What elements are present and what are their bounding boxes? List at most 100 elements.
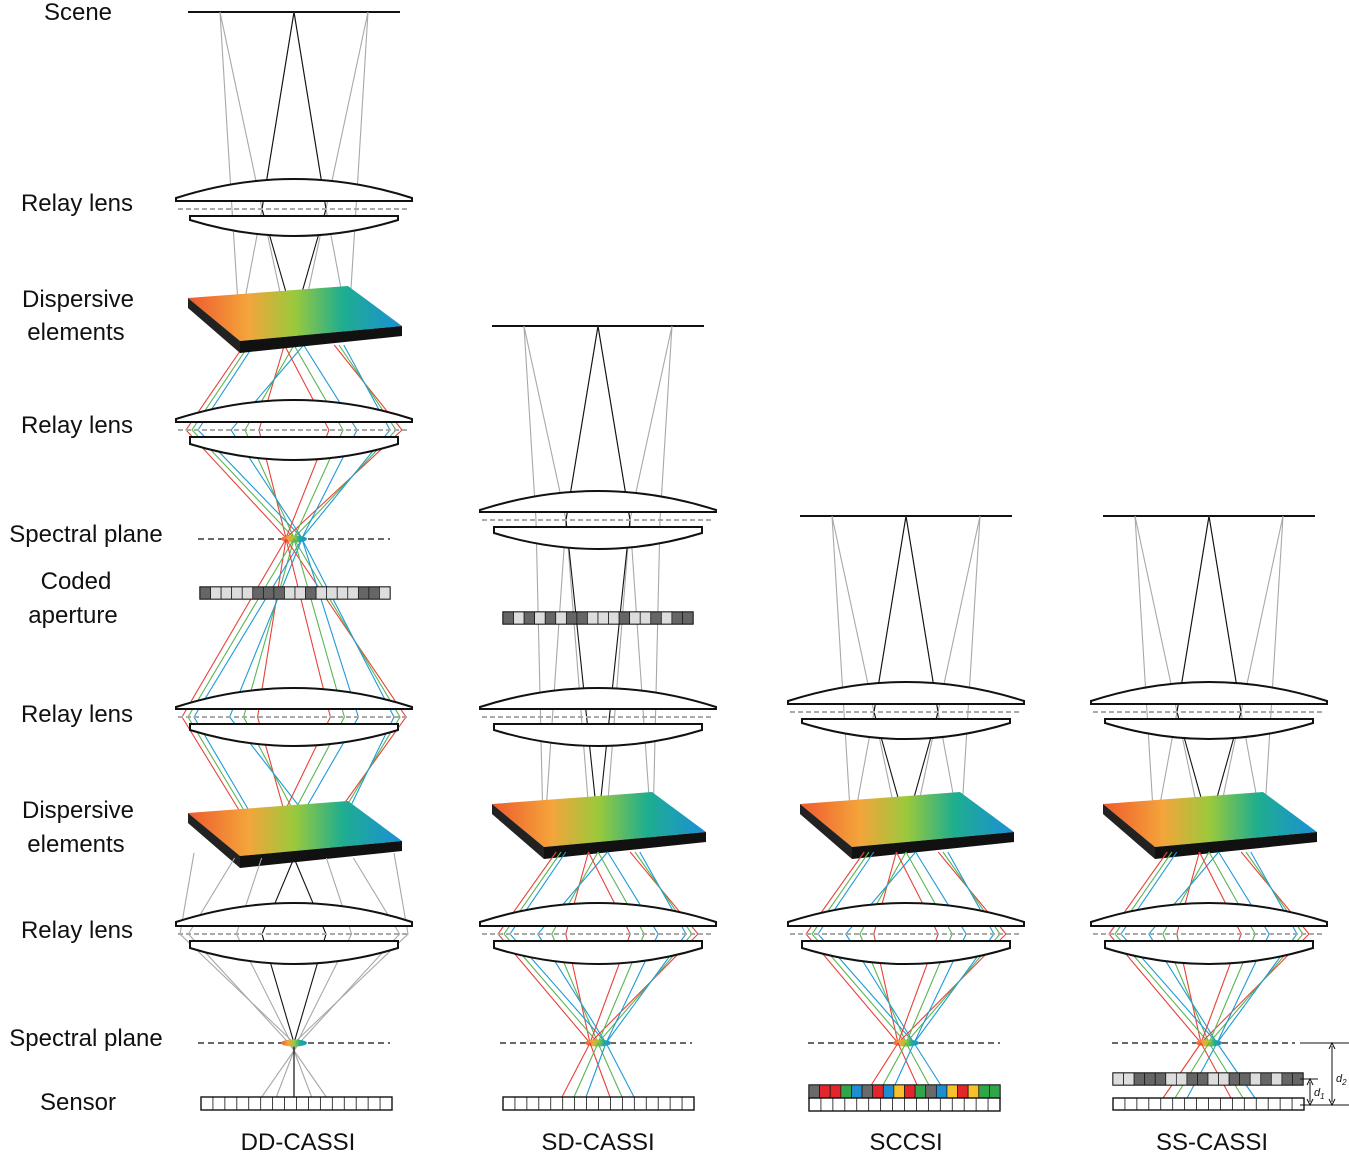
- relay-lens-lower: [189, 436, 399, 461]
- label-dispersive-2-line2: elements: [27, 831, 124, 858]
- ray: [503, 851, 599, 1044]
- mask-cell: [957, 1084, 969, 1099]
- ray: [219, 11, 240, 321]
- relay-lens-lower: [189, 215, 399, 237]
- dispersive-element-side: [492, 804, 544, 859]
- mask-cell: [262, 586, 275, 600]
- ray: [1134, 515, 1155, 827]
- mask-cell: [660, 611, 673, 625]
- stage-labels: Scene Relay lens Dispersive elements Rel…: [9, 0, 162, 1116]
- ray: [597, 1042, 623, 1098]
- relay-lens-lower: [189, 723, 399, 747]
- mask-cell: [989, 1084, 1001, 1099]
- relay-lens-upper: [175, 399, 413, 423]
- mask-cell: [682, 611, 694, 625]
- label-dispersive-1-line1: Dispersive: [22, 286, 134, 313]
- ray: [605, 325, 673, 827]
- mask-cell: [284, 586, 296, 600]
- label-coded-aperture-line2: aperture: [28, 602, 117, 629]
- dispersive-element-top: [492, 792, 706, 847]
- mask-cell: [1281, 1072, 1293, 1086]
- label-dispersive-2-line1: Dispersive: [22, 797, 134, 824]
- distance-annotation: d2 d1: [1300, 1041, 1349, 1107]
- mask-cell: [882, 1084, 895, 1099]
- ray: [1216, 1042, 1256, 1099]
- mask-cell: [618, 611, 631, 625]
- mask-cell: [252, 586, 264, 600]
- system-captions: DD-CASSI SD-CASSI SCCSI SS-CASSI: [241, 1129, 1268, 1152]
- mask-cell: [608, 611, 620, 625]
- mask-cell: [347, 586, 359, 600]
- ray: [897, 1042, 919, 1088]
- mask-cell: [357, 586, 370, 600]
- ray: [859, 851, 907, 1044]
- label-relay-lens-2: Relay lens: [21, 412, 133, 439]
- mask-cell: [893, 1084, 905, 1099]
- ray: [1114, 851, 1210, 1044]
- ray: [585, 1042, 607, 1098]
- mask-cell: [1186, 1072, 1198, 1086]
- mask-cell: [534, 611, 546, 625]
- ray: [537, 851, 609, 1044]
- dispersive-element-front: [852, 832, 1014, 859]
- mask-cell: [368, 586, 380, 600]
- mask-cell: [199, 586, 211, 600]
- mask-cell: [925, 1084, 937, 1099]
- mask-cell: [1260, 1072, 1272, 1086]
- mask-cell: [523, 611, 536, 625]
- ray: [228, 538, 305, 813]
- mask-cell: [294, 586, 306, 600]
- label-relay-lens-4: Relay lens: [21, 917, 133, 944]
- ray: [1208, 1042, 1244, 1099]
- mask-cell: [978, 1084, 990, 1099]
- ray: [1162, 851, 1210, 1044]
- ray: [905, 1042, 931, 1088]
- mask-cell: [1165, 1072, 1177, 1086]
- mask-cell: [576, 611, 588, 625]
- mask-cell: [1228, 1072, 1241, 1086]
- mask-cell: [502, 611, 514, 625]
- ray: [187, 538, 295, 813]
- mask-cell: [946, 1084, 958, 1099]
- relay-lens-upper: [479, 490, 717, 513]
- ray: [1174, 1042, 1210, 1099]
- mask-cell: [1249, 1072, 1262, 1086]
- mask-cell: [1112, 1072, 1124, 1086]
- ray: [243, 538, 295, 813]
- label-dispersive-1-line2: elements: [27, 319, 124, 346]
- ray: [845, 851, 917, 1044]
- relay-lens-lower: [493, 940, 703, 965]
- label-relay-lens-1: Relay lens: [21, 190, 133, 217]
- mask-cell: [555, 611, 567, 625]
- label-d1: d1: [1314, 1087, 1325, 1101]
- caption-dd-cassi: DD-CASSI: [241, 1129, 356, 1152]
- mask-cell: [210, 586, 222, 600]
- mask-cell: [1154, 1072, 1167, 1086]
- mask-cell: [671, 611, 683, 625]
- ray: [1148, 851, 1220, 1044]
- dd-cassi-system: [175, 11, 413, 1111]
- caption-sccsi: SCCSI: [869, 1129, 942, 1152]
- ray: [523, 325, 591, 827]
- relay-lens-lower: [493, 723, 703, 747]
- ray: [1162, 1042, 1202, 1099]
- ray: [283, 344, 330, 539]
- ray: [893, 1042, 915, 1088]
- mask-cell: [872, 1084, 884, 1099]
- mask-cell: [904, 1084, 916, 1099]
- relay-lens-upper: [787, 902, 1025, 927]
- ray: [573, 1042, 599, 1098]
- ray: [293, 538, 345, 813]
- mask-cell: [315, 586, 328, 600]
- mask-cell: [336, 586, 349, 600]
- relay-lens-upper: [479, 687, 717, 710]
- mask-cell: [851, 1084, 863, 1099]
- mask-cell: [513, 611, 525, 625]
- label-relay-lens-3: Relay lens: [21, 701, 133, 728]
- mask-cell: [1133, 1072, 1146, 1086]
- mask-cell: [1218, 1072, 1230, 1086]
- relay-lens-lower: [801, 940, 1011, 965]
- ray: [1176, 515, 1210, 827]
- mask-cell: [565, 611, 578, 625]
